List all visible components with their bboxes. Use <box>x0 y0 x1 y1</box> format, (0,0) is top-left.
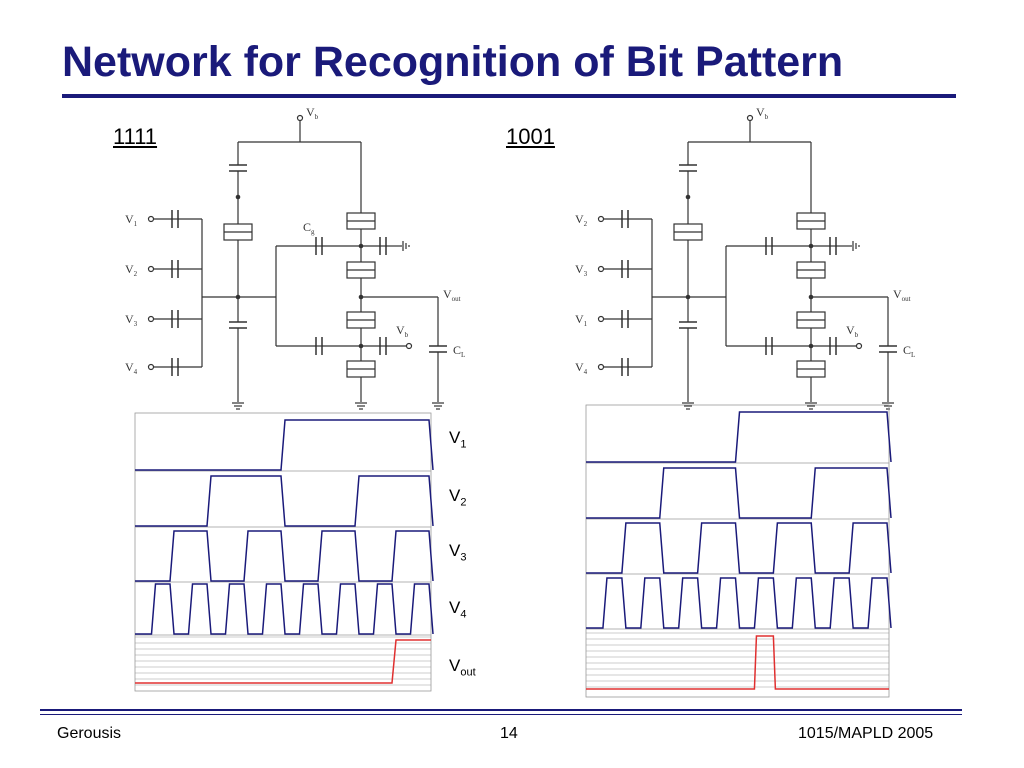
slide-title: Network for Recognition of Bit Pattern <box>62 38 844 86</box>
label-input-v1: V1 <box>575 312 588 328</box>
signal-label-vout: Vout <box>449 656 476 679</box>
label-input-v4: V4 <box>125 360 138 376</box>
waveform-v3 <box>586 522 892 574</box>
waveform-v4 <box>586 577 892 629</box>
label-vout: Vout <box>443 287 461 303</box>
pattern-label-1001: 1001 <box>506 124 555 149</box>
terminal <box>746 114 754 122</box>
terminal <box>147 265 155 273</box>
label-vout: Vout <box>893 287 911 303</box>
waveform-v2 <box>135 475 434 527</box>
terminal <box>147 215 155 223</box>
label-input-v3: V3 <box>125 312 138 328</box>
waveform-v1 <box>586 411 892 463</box>
terminal <box>597 215 605 223</box>
signal-label-v4: V4 <box>449 598 467 621</box>
label-input-v2: V2 <box>575 212 588 228</box>
signal-label-v1: V1 <box>449 428 467 451</box>
label-input-v2: V2 <box>125 262 138 278</box>
waveform-v2 <box>586 467 892 519</box>
waveform-vout <box>135 639 431 684</box>
terminal <box>147 363 155 371</box>
terminal <box>405 342 413 350</box>
terminal <box>597 265 605 273</box>
label-cg: Cg <box>303 220 315 236</box>
label-vb-mid: Vb <box>396 323 409 339</box>
waveform-v1 <box>135 419 434 471</box>
terminal <box>597 315 605 323</box>
label-input-v3: V3 <box>575 262 588 278</box>
signal-label-v3: V3 <box>449 541 467 564</box>
waveform-vout <box>586 635 889 690</box>
label-cl: CL <box>453 343 465 359</box>
waveform-v3 <box>135 530 434 582</box>
node-dot <box>685 194 691 200</box>
terminal <box>147 315 155 323</box>
label-vb-mid: Vb <box>846 323 859 339</box>
signal-label-v2: V2 <box>449 486 467 509</box>
footer-page-number: 14 <box>500 725 518 742</box>
terminal <box>855 342 863 350</box>
label-vb-top: Vb <box>306 105 319 121</box>
footer-rule <box>40 709 962 715</box>
waveform-v4 <box>135 583 434 635</box>
pattern-label-1111: 1111 <box>113 124 158 149</box>
title-underline <box>62 94 956 98</box>
label-cl: CL <box>903 343 915 359</box>
node-dot <box>235 194 241 200</box>
label-input-v1: V1 <box>125 212 138 228</box>
footer-conference: 1015/MAPLD 2005 <box>798 725 934 742</box>
label-input-v4: V4 <box>575 360 588 376</box>
terminal <box>597 363 605 371</box>
footer-author: Gerousis <box>57 725 122 742</box>
label-vb-top: Vb <box>756 105 769 121</box>
terminal <box>296 114 304 122</box>
